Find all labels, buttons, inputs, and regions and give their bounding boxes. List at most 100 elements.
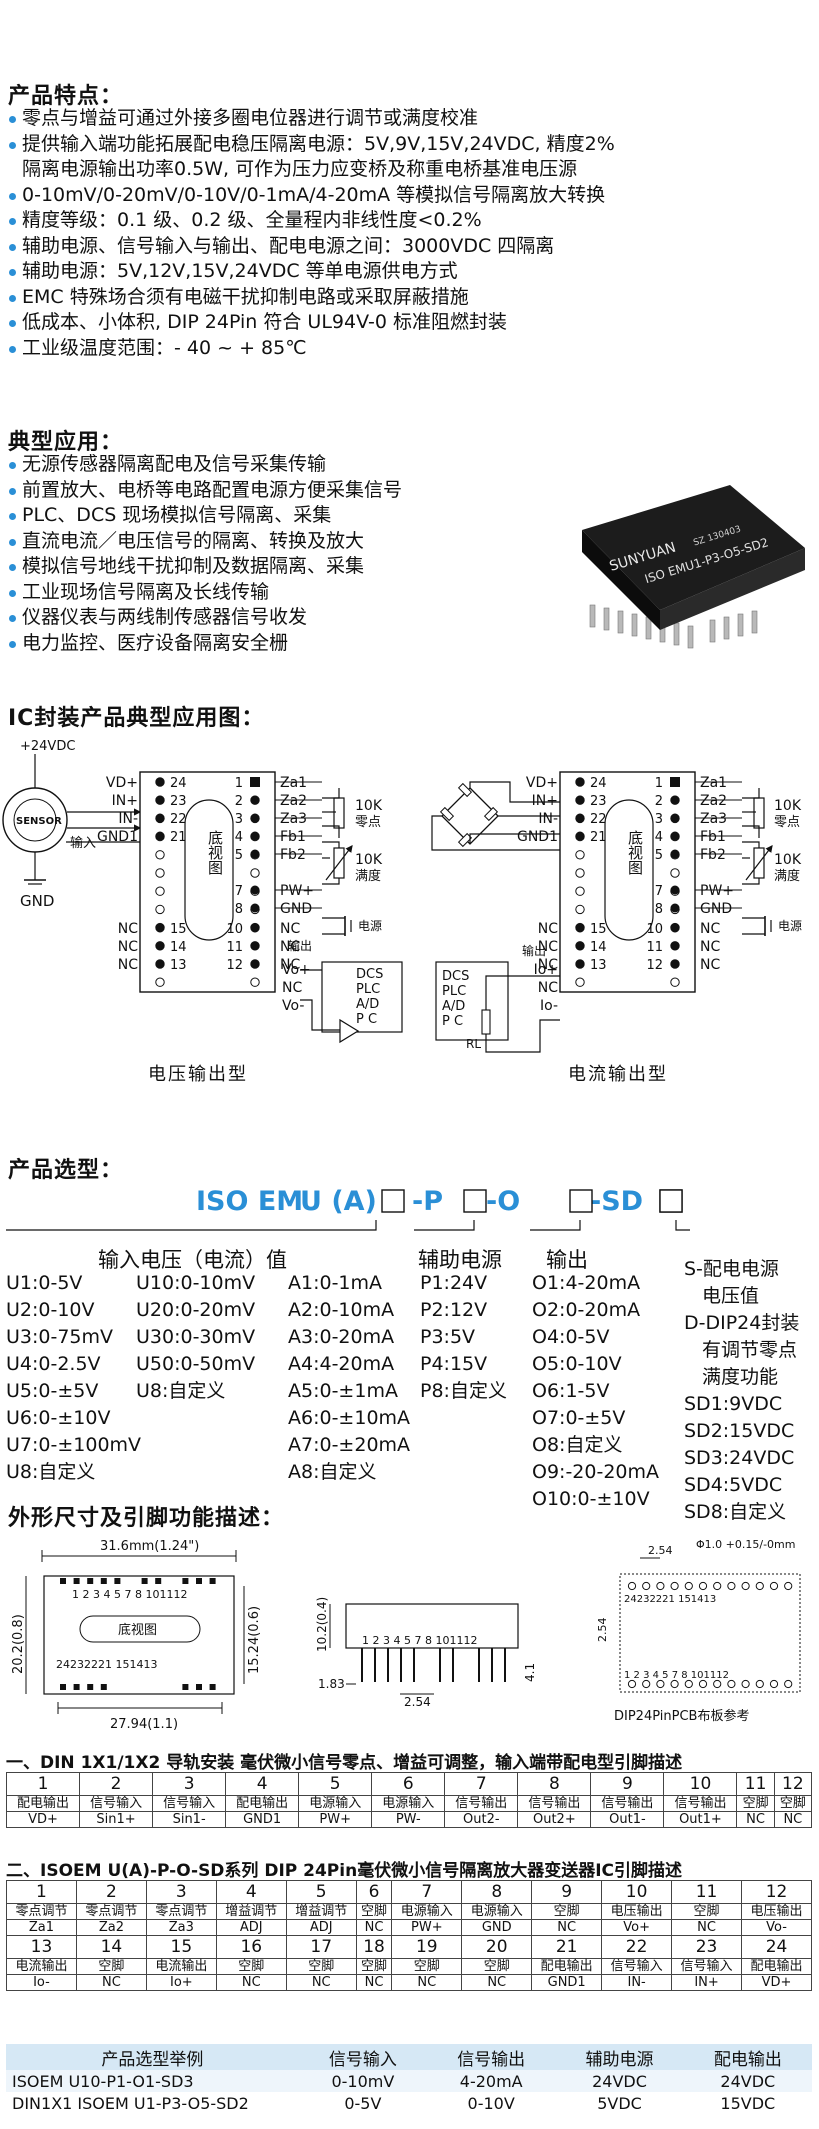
pcb-pitch-label: 2.54	[648, 1544, 673, 1557]
model-part: ISO EM	[196, 1186, 303, 1217]
sel-option: A3:0-20mA	[288, 1326, 395, 1348]
pin-cell: 零点调节	[6, 1903, 77, 1920]
pin-cell: 信号输出	[663, 1795, 738, 1812]
sel-col-out-title: 输出	[546, 1248, 588, 1272]
pin-cell: 5	[285, 1880, 357, 1904]
sel-option: A5:0-±1mA	[288, 1380, 398, 1402]
load-line: A/D	[356, 997, 379, 1012]
pot2-value-right: 10K	[774, 852, 802, 868]
din-table-title: 一、DIN 1X1/1X2 导轨安装 毫伏微小信号零点、增益可调整，输入端带配电…	[6, 1753, 683, 1773]
caption-current: 电流输出型	[568, 1064, 668, 1085]
pin-cell: 11	[736, 1772, 775, 1796]
pin-cell: 7	[391, 1880, 463, 1904]
sel-option: O6:1-5V	[532, 1380, 610, 1402]
pin-cell: 9	[590, 1772, 665, 1796]
pin-cell: 信号输入	[601, 1958, 673, 1975]
pin-cell: 配电输出	[5, 1795, 81, 1812]
sel-option: U3:0-75mV	[6, 1326, 114, 1348]
pin-cell: NC	[355, 1919, 393, 1936]
sel-option: U2:0-10V	[6, 1299, 95, 1321]
load-line: DCS	[356, 967, 383, 982]
pin-cell: Za3	[145, 1919, 217, 1936]
pin-name: IN+	[112, 793, 138, 809]
side-dim-1: 1.83	[318, 1677, 345, 1691]
feature-item: 辅助电源、信号输入与输出、配电电源之间：3000VDC 四隔离	[8, 234, 615, 260]
output-pin-name: NC	[538, 980, 558, 996]
pin-cell: Za2	[75, 1919, 147, 1936]
iso-table-title: 二、ISOEM U(A)-P-O-SD系列 DIP 24Pin毫伏微小信号隔离放…	[6, 1861, 682, 1881]
sel-option: O1:4-20mA	[532, 1272, 641, 1294]
pin-cell: 19	[391, 1935, 463, 1959]
pot1-value-left: 10K	[355, 798, 383, 814]
model-part: -SD	[590, 1186, 643, 1217]
application-item: 无源传感器隔离配电及信号采集传输	[8, 452, 402, 478]
pin-cell: 空脚	[671, 1903, 743, 1920]
pin-cell: VD+	[741, 1974, 812, 1991]
pin-number: 3	[235, 812, 243, 827]
sel-option: P1:24V	[420, 1272, 488, 1294]
pin-cell: 4	[215, 1880, 287, 1904]
pin-name: NC	[700, 921, 720, 937]
pin-cell: 信号输入	[79, 1795, 154, 1812]
pin-name: NC	[538, 921, 558, 937]
pin-name: NC	[118, 957, 138, 973]
pin-cell: Sin1-	[152, 1811, 227, 1828]
pin-cell: 零点调节	[75, 1903, 147, 1920]
sel-option: SD1:9VDC	[684, 1393, 783, 1415]
pin-cell: NC	[215, 1974, 287, 1991]
output-pin-name: Vo+	[282, 962, 311, 978]
load-line: PLC	[356, 982, 380, 997]
sel-option: O5:0-10V	[532, 1353, 622, 1375]
pin-cell: 电流输出	[145, 1958, 217, 1975]
bottom-view-right: 底视图	[626, 830, 644, 875]
application-item: 仪器仪表与两线制传感器信号收发	[8, 605, 402, 631]
ic-diagram-title: IC封装产品典型应用图：	[8, 706, 265, 731]
example-cell: DIN1X1 ISOEM U1-P3-O5-SD2	[6, 2092, 299, 2114]
example-header: 信号输出	[427, 2044, 556, 2070]
pin-cell: ADJ	[215, 1919, 287, 1936]
rl-label: RL	[466, 1037, 481, 1051]
pin-number: 13	[590, 958, 607, 973]
example-cell: 24VDC	[683, 2070, 812, 2092]
pot1-value-right: 10K	[774, 798, 802, 814]
pin-number: 12	[226, 958, 243, 973]
pin-cell: 信号输入	[671, 1958, 743, 1975]
pin-cell: GND1	[225, 1811, 300, 1828]
pin-number: 2	[235, 794, 243, 809]
example-cell: 5VDC	[555, 2092, 684, 2114]
model-slot	[381, 1189, 405, 1213]
example-header: 产品选型举例	[6, 2044, 299, 2070]
sel-option: S-配电电源	[684, 1258, 779, 1280]
sel-option: P8:自定义	[420, 1380, 507, 1402]
pin-cell: NC	[736, 1811, 775, 1828]
output-pin-name: NC	[282, 980, 302, 996]
pin-number: 8	[655, 902, 663, 917]
pin-number: 23	[170, 794, 187, 809]
pin-cell: 8	[461, 1880, 533, 1904]
pin-cell: 17	[285, 1935, 357, 1959]
pin-cell: 7	[444, 1772, 519, 1796]
pin-cell: 电流输出	[6, 1958, 77, 1975]
sel-option: D-DIP24封装	[684, 1312, 800, 1334]
pcb-h-label: 2.54	[596, 1618, 609, 1643]
pin-name: NC	[118, 939, 138, 955]
feature-item: 精度等级：0.1 级、0.2 级、全量程内非线性度<0.2%	[8, 208, 615, 234]
load-box-left	[321, 961, 403, 1033]
pin-number: 24	[590, 776, 607, 791]
pin-number: 15	[170, 922, 187, 937]
pin-name: NC	[280, 921, 300, 937]
pin-cell: NC	[461, 1974, 533, 1991]
pin-cell: 4	[225, 1772, 300, 1796]
application-item: 工业现场信号隔离及长线传输	[8, 580, 402, 606]
pin-number: 5	[235, 848, 243, 863]
features-list: 零点与增益可通过外接多圈电位器进行调节或满度校准提供输入端功能拓展配电稳压隔离电…	[8, 106, 615, 361]
feature-item: EMC 特殊场合须有电磁干扰抑制电路或采取屏蔽措施	[8, 285, 615, 311]
pin-cell: Io-	[6, 1974, 77, 1991]
pin-name: Za3	[700, 811, 727, 827]
pin-cell: Vo+	[601, 1919, 673, 1936]
pin-number: 12	[646, 958, 663, 973]
pcb-layout-drawing: 2.54 Φ1.0 +0.15/-0mm 2.54 24232221 15141…	[596, 1538, 801, 1724]
pin-cell: ADJ	[285, 1919, 357, 1936]
